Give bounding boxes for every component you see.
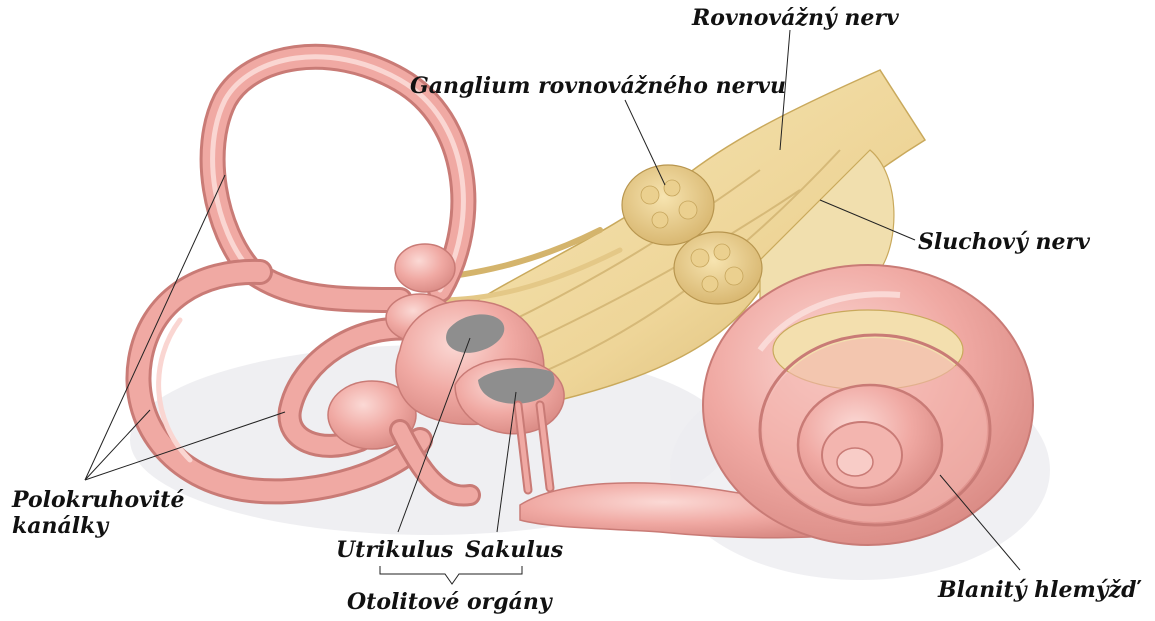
- label-cochlear-nerve: Sluchový nerv: [918, 230, 1090, 254]
- label-utricle: Utrikulus: [336, 538, 453, 562]
- label-semicircular-canals: Polokruhovité kanálky: [12, 488, 184, 540]
- label-semicircular-canals-line2: kanálky: [12, 514, 184, 540]
- label-vestibular-nerve: Rovnovážný nerv: [692, 6, 899, 30]
- label-vestibular-ganglion: Ganglium rovnovážného nervu: [410, 74, 786, 98]
- label-membranous-cochlea: Blanitý hlemýžď: [938, 578, 1136, 602]
- label-otolith-organs: Otolitové orgány: [347, 590, 552, 614]
- otolith-brace: [380, 566, 522, 584]
- label-semicircular-canals-line1: Polokruhovité: [12, 488, 184, 514]
- label-saccule: Sakulus: [465, 538, 563, 562]
